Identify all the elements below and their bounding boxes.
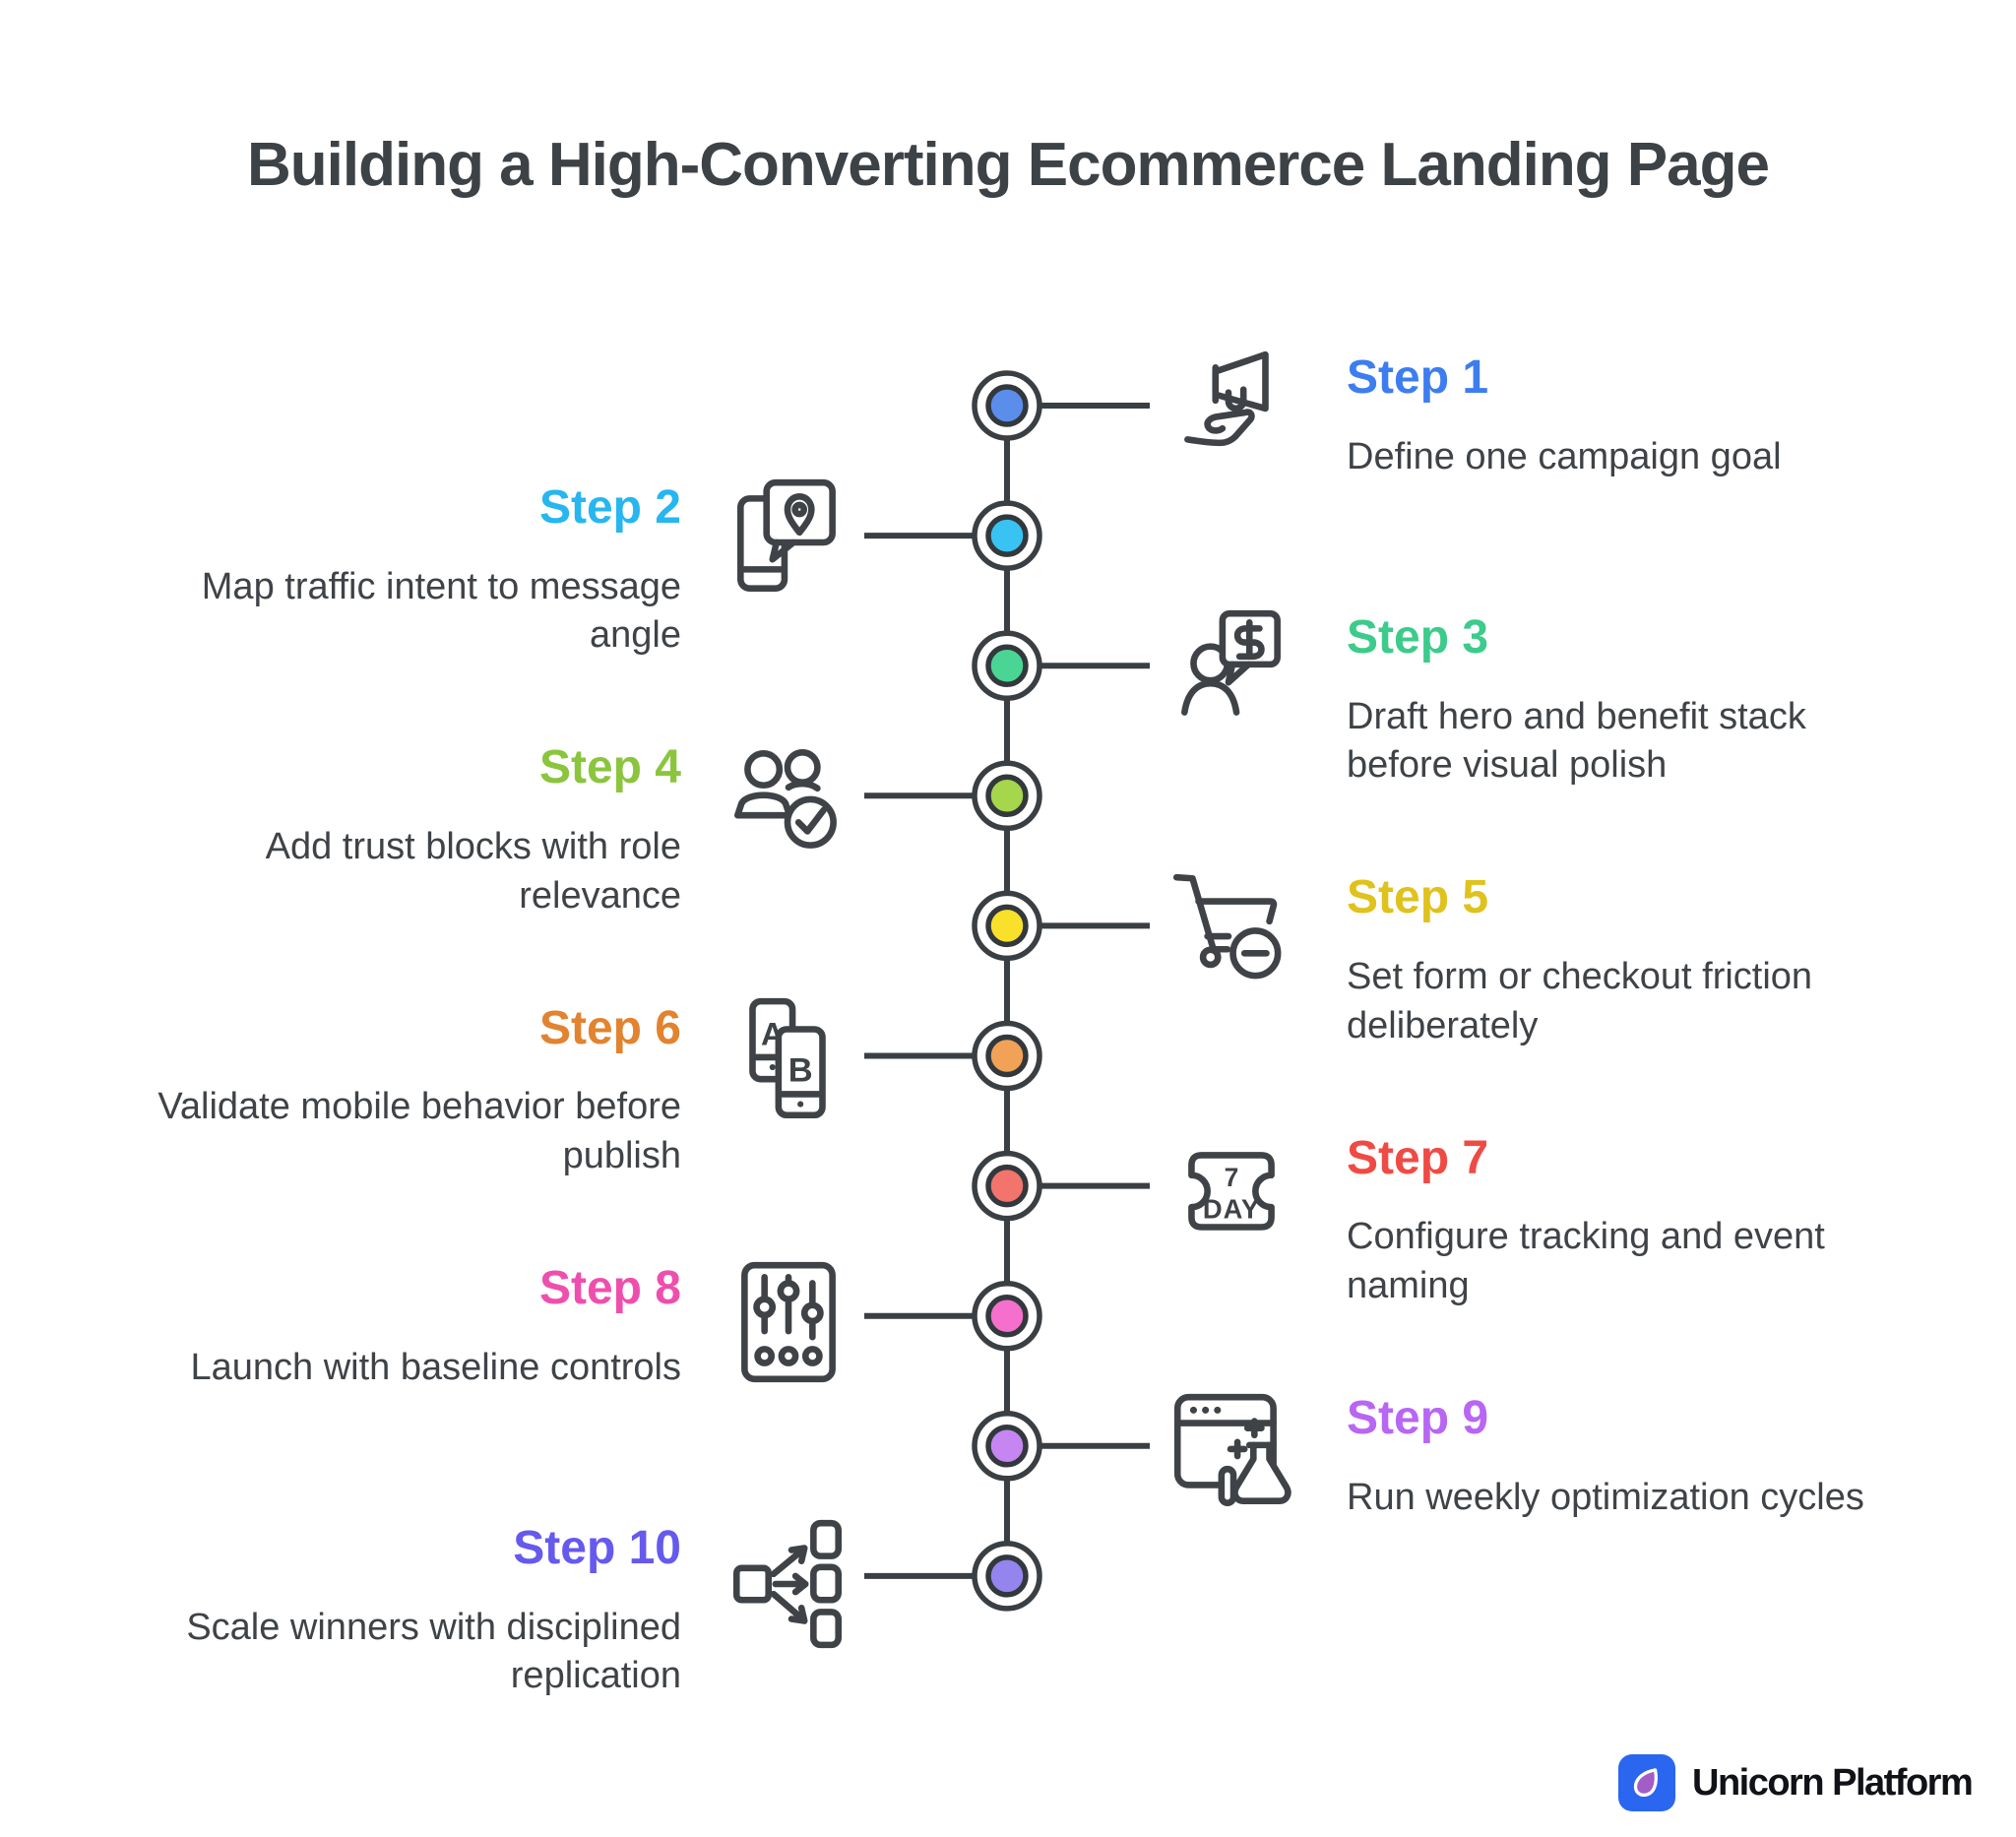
step-6: Step 6 Validate mobile behavior before pu… [87, 1001, 681, 1181]
step-description: Run weekly optimization cycles [1347, 1476, 1864, 1518]
step-label: Step 9 [1347, 1391, 1489, 1444]
step-label: Step 10 [513, 1521, 681, 1574]
svg-text:7: 7 [1225, 1162, 1239, 1191]
sliders-panel-icon [719, 1253, 858, 1393]
step-description: Define one campaign goal [1347, 435, 1782, 477]
step-1: Step 1 Define one campaign goal [1347, 352, 1967, 481]
timeline-node-4 [972, 760, 1042, 832]
timeline-node-5 [972, 890, 1042, 962]
step-label: Step 3 [1347, 611, 1489, 665]
step-description: Draft hero and benefit stack before visu… [1347, 696, 1806, 787]
svg-text:B: B [788, 1051, 813, 1089]
step-label: Step 7 [1347, 1131, 1489, 1184]
unicorn-drop-icon [1618, 1754, 1675, 1811]
cart-minus-icon [1162, 862, 1301, 1002]
step-description: Map traffic intent to message angle [201, 565, 681, 657]
timeline-node-3 [972, 630, 1042, 701]
step-label: Step 4 [538, 741, 681, 794]
people-check-icon [719, 732, 858, 872]
timeline-node-7 [972, 1150, 1042, 1222]
step-8: Step 8 Launch with baseline controls [87, 1261, 681, 1392]
person-dollar-bubble-icon [1162, 602, 1301, 742]
phone-location-icon [719, 473, 858, 612]
fan-out-icon [719, 1513, 858, 1653]
step-description: Configure tracking and event naming [1347, 1216, 1825, 1306]
timeline-node-9 [972, 1411, 1042, 1482]
step-description: Validate mobile behavior before publish [158, 1086, 681, 1176]
timeline-node-8 [972, 1280, 1042, 1352]
step-label: Step 6 [538, 1001, 681, 1054]
step-4: Step 4 Add trust blocks with role relevan… [87, 742, 681, 920]
brand-logo: Unicorn Platform [1618, 1754, 1974, 1811]
step-5: Step 5 Set form or checkout friction deli… [1347, 872, 1967, 1050]
timeline-node-1 [972, 370, 1042, 441]
page-title: Building a High-Converting Ecommerce Lan… [247, 131, 1770, 199]
timeline-node-6 [972, 1020, 1042, 1092]
step-2: Step 2 Map traffic intent to message angl… [87, 482, 681, 661]
step-description: Add trust blocks with role relevance [265, 826, 681, 917]
step-label: Step 8 [538, 1261, 681, 1314]
browser-flask-icon [1162, 1383, 1301, 1523]
timeline-node-2 [972, 500, 1042, 571]
step-label: Step 1 [1347, 351, 1489, 404]
step-description: Scale winners with disciplined replicati… [186, 1606, 681, 1697]
timeline-node-10 [972, 1541, 1042, 1612]
step-label: Step 5 [1347, 871, 1489, 924]
step-3: Step 3 Draft hero and benefit stack befor… [1347, 612, 1967, 791]
brand-name: Unicorn Platform [1692, 1761, 1974, 1804]
step-description: Launch with baseline controls [190, 1346, 681, 1388]
step-7: Step 7 Configure tracking and event namin… [1347, 1131, 1967, 1311]
step-9: Step 9 Run weekly optimization cycles [1347, 1391, 1967, 1522]
svg-text:DAY: DAY [1203, 1193, 1260, 1224]
step-label: Step 2 [538, 481, 681, 535]
step-10: Step 10 Scale winners with disciplined re… [87, 1523, 681, 1701]
megaphone-hand-icon [1162, 343, 1301, 482]
step-description: Set form or checkout friction deliberate… [1347, 956, 1813, 1046]
